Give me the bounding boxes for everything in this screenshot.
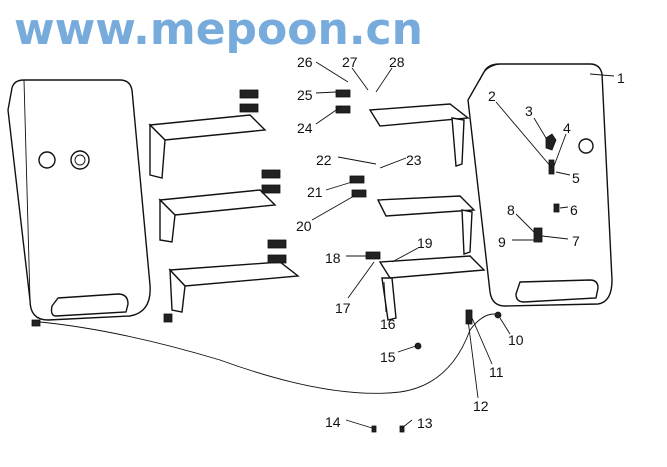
callout-19: 19: [417, 235, 433, 251]
leader-lines: [311, 61, 615, 429]
callout-27: 27: [342, 54, 358, 70]
callout-8: 8: [507, 202, 515, 218]
callout-28: 28: [389, 54, 405, 70]
callout-6: 6: [570, 202, 578, 218]
watermark: www.mepoon.cn: [14, 4, 423, 55]
small-fittings: [371, 309, 502, 433]
callout-7: 7: [572, 233, 580, 249]
callout-20: 20: [296, 218, 312, 234]
callout-15: 15: [380, 349, 396, 365]
callout-21: 21: [307, 184, 323, 200]
callout-14: 14: [325, 414, 341, 430]
left-fuel-tank: [7, 79, 151, 327]
callout-1: 1: [617, 70, 625, 86]
callout-12: 12: [473, 398, 489, 414]
callout-22: 22: [316, 152, 332, 168]
callout-10: 10: [508, 332, 524, 348]
callout-17: 17: [335, 300, 351, 316]
callout-4: 4: [563, 120, 571, 136]
callout-3: 3: [525, 103, 533, 119]
callout-2: 2: [488, 88, 496, 104]
tank-brackets: [148, 89, 486, 323]
callout-labels: 1 2 3 4 5 6 7 8 9 10 11 12 13 14 15 16 1…: [296, 54, 625, 431]
callout-5: 5: [572, 170, 580, 186]
callout-25: 25: [297, 87, 313, 103]
callout-26: 26: [297, 54, 313, 70]
callout-24: 24: [297, 120, 313, 136]
callout-23: 23: [406, 152, 422, 168]
callout-13: 13: [417, 415, 433, 431]
callout-11: 11: [489, 364, 504, 380]
callout-9: 9: [498, 234, 506, 250]
callout-16: 16: [380, 316, 396, 332]
callout-18: 18: [325, 250, 341, 266]
fuel-line: [39, 313, 501, 394]
